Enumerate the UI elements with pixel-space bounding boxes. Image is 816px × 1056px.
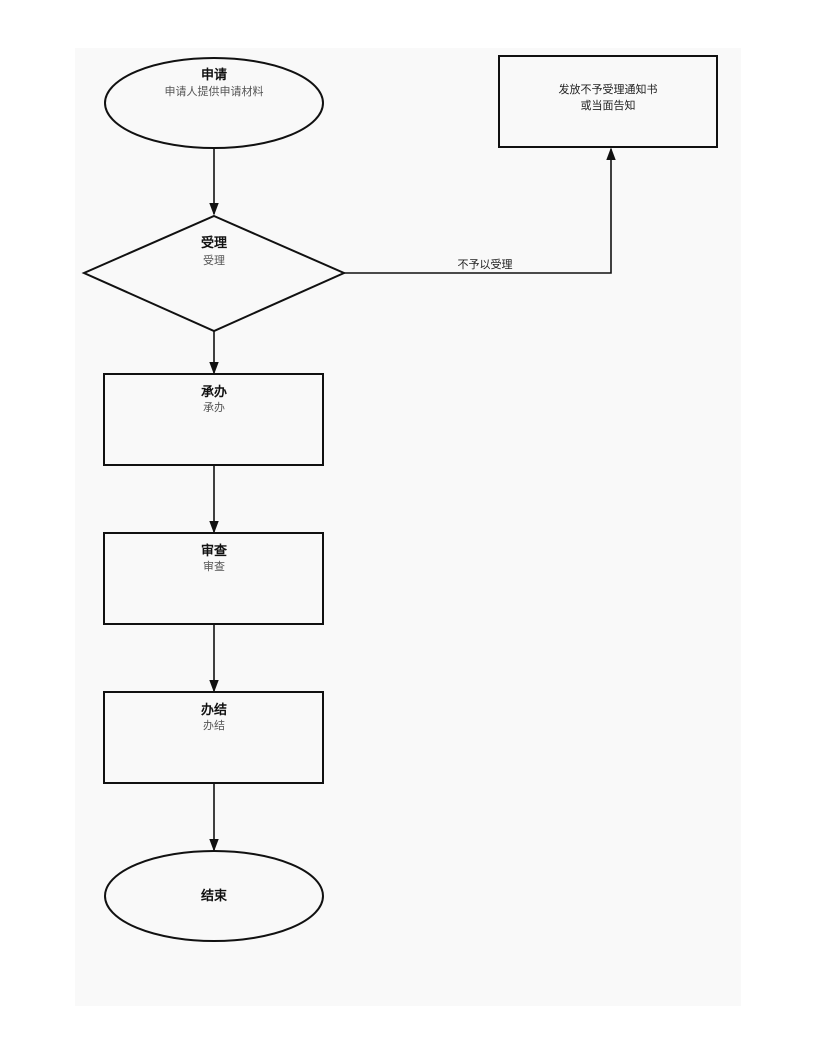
start-node-apply [104, 57, 324, 149]
end-title: 结束 [201, 888, 228, 904]
review-title: 审查 [201, 543, 228, 559]
complete-title: 办结 [201, 702, 227, 718]
handle-title: 承办 [201, 384, 227, 400]
reject-line2: 或当面告知 [581, 98, 636, 112]
process-node-reject [498, 55, 718, 148]
review-subtitle: 审查 [203, 559, 225, 573]
end-node [104, 850, 324, 942]
complete-subtitle: 办结 [203, 719, 225, 732]
edge-label-reject: 不予以受理 [458, 258, 513, 271]
decision-node-accept [81, 214, 347, 333]
page-background [75, 48, 741, 1006]
process-node-handle [103, 373, 324, 466]
process-node-complete [103, 691, 324, 784]
accept-title: 受理 [201, 235, 227, 251]
apply-title: 申请 [201, 67, 227, 83]
handle-subtitle: 承办 [203, 401, 225, 414]
apply-subtitle: 申请人提供申请材料 [165, 84, 264, 98]
arrow-accept-reject [344, 147, 616, 274]
process-node-review [103, 532, 324, 625]
reject-line1: 发放不予受理通知书 [559, 82, 658, 96]
accept-subtitle: 受理 [203, 254, 225, 267]
